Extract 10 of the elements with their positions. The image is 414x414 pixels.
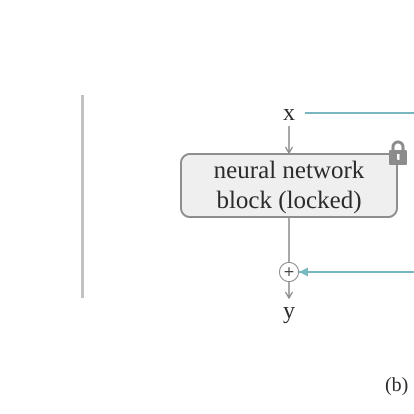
variable-label: y: [273, 298, 305, 324]
arrow: [284, 126, 294, 154]
panel-label: (b): [385, 373, 408, 397]
variable-label: x: [273, 100, 305, 126]
arrow: [284, 282, 294, 299]
arrow: [299, 268, 414, 276]
adder-circle: +: [279, 262, 299, 282]
connector-line: [288, 218, 290, 262]
connector-line: [305, 112, 414, 114]
process-box: neural network block (locked): [180, 153, 398, 218]
